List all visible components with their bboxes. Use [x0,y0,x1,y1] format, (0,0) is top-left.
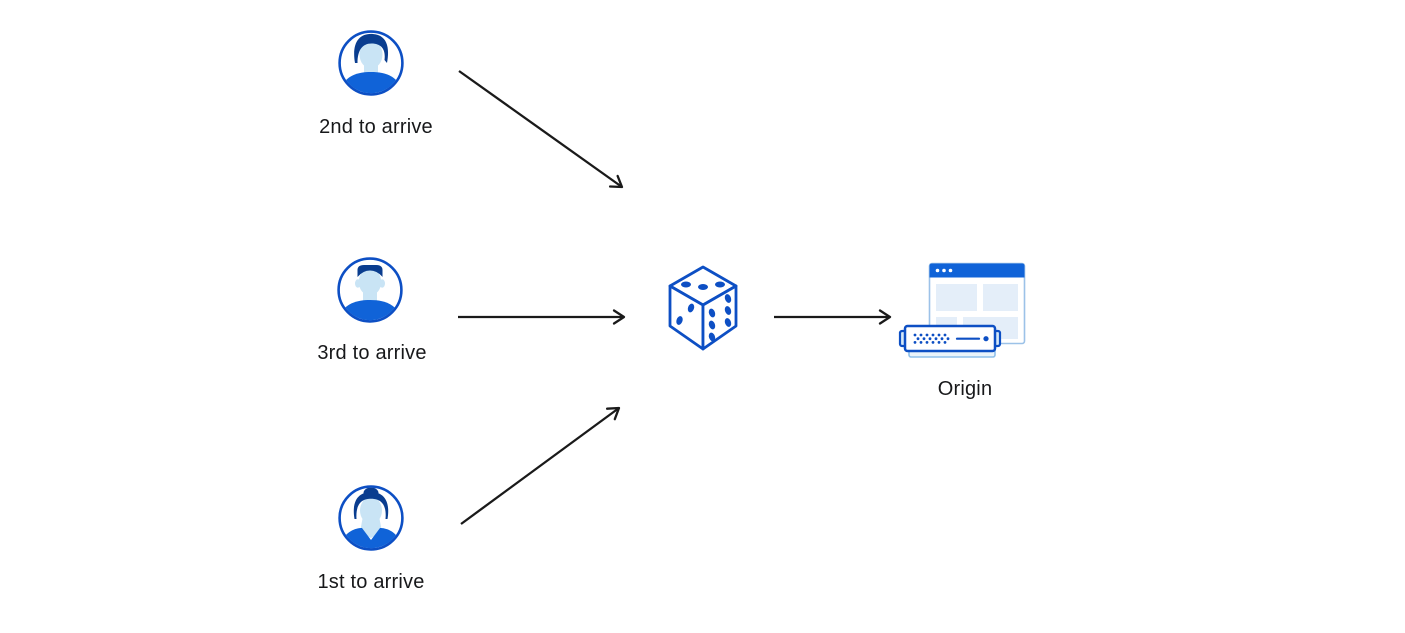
node-visitor-3rd [337,257,403,323]
avatar-man-quiff-icon [338,30,404,96]
arrow-visitor1-to-dice [460,406,621,525]
node-visitor-1st [338,485,404,551]
visitor-2nd-label: 2nd to arrive [319,116,433,138]
visitor-3rd-label: 3rd to arrive [317,342,427,364]
origin-server-icon [898,262,1026,358]
node-dice [667,264,739,352]
visitor-1st-label: 1st to arrive [317,571,425,593]
dice-icon [668,265,738,351]
avatar-man-flattop-icon [337,257,403,323]
node-visitor-2nd [338,30,404,96]
arrow-visitor2-to-dice [458,70,624,189]
avatar-woman-bun-icon [338,485,404,551]
origin-label: Origin [937,378,993,400]
node-origin [898,262,1028,362]
